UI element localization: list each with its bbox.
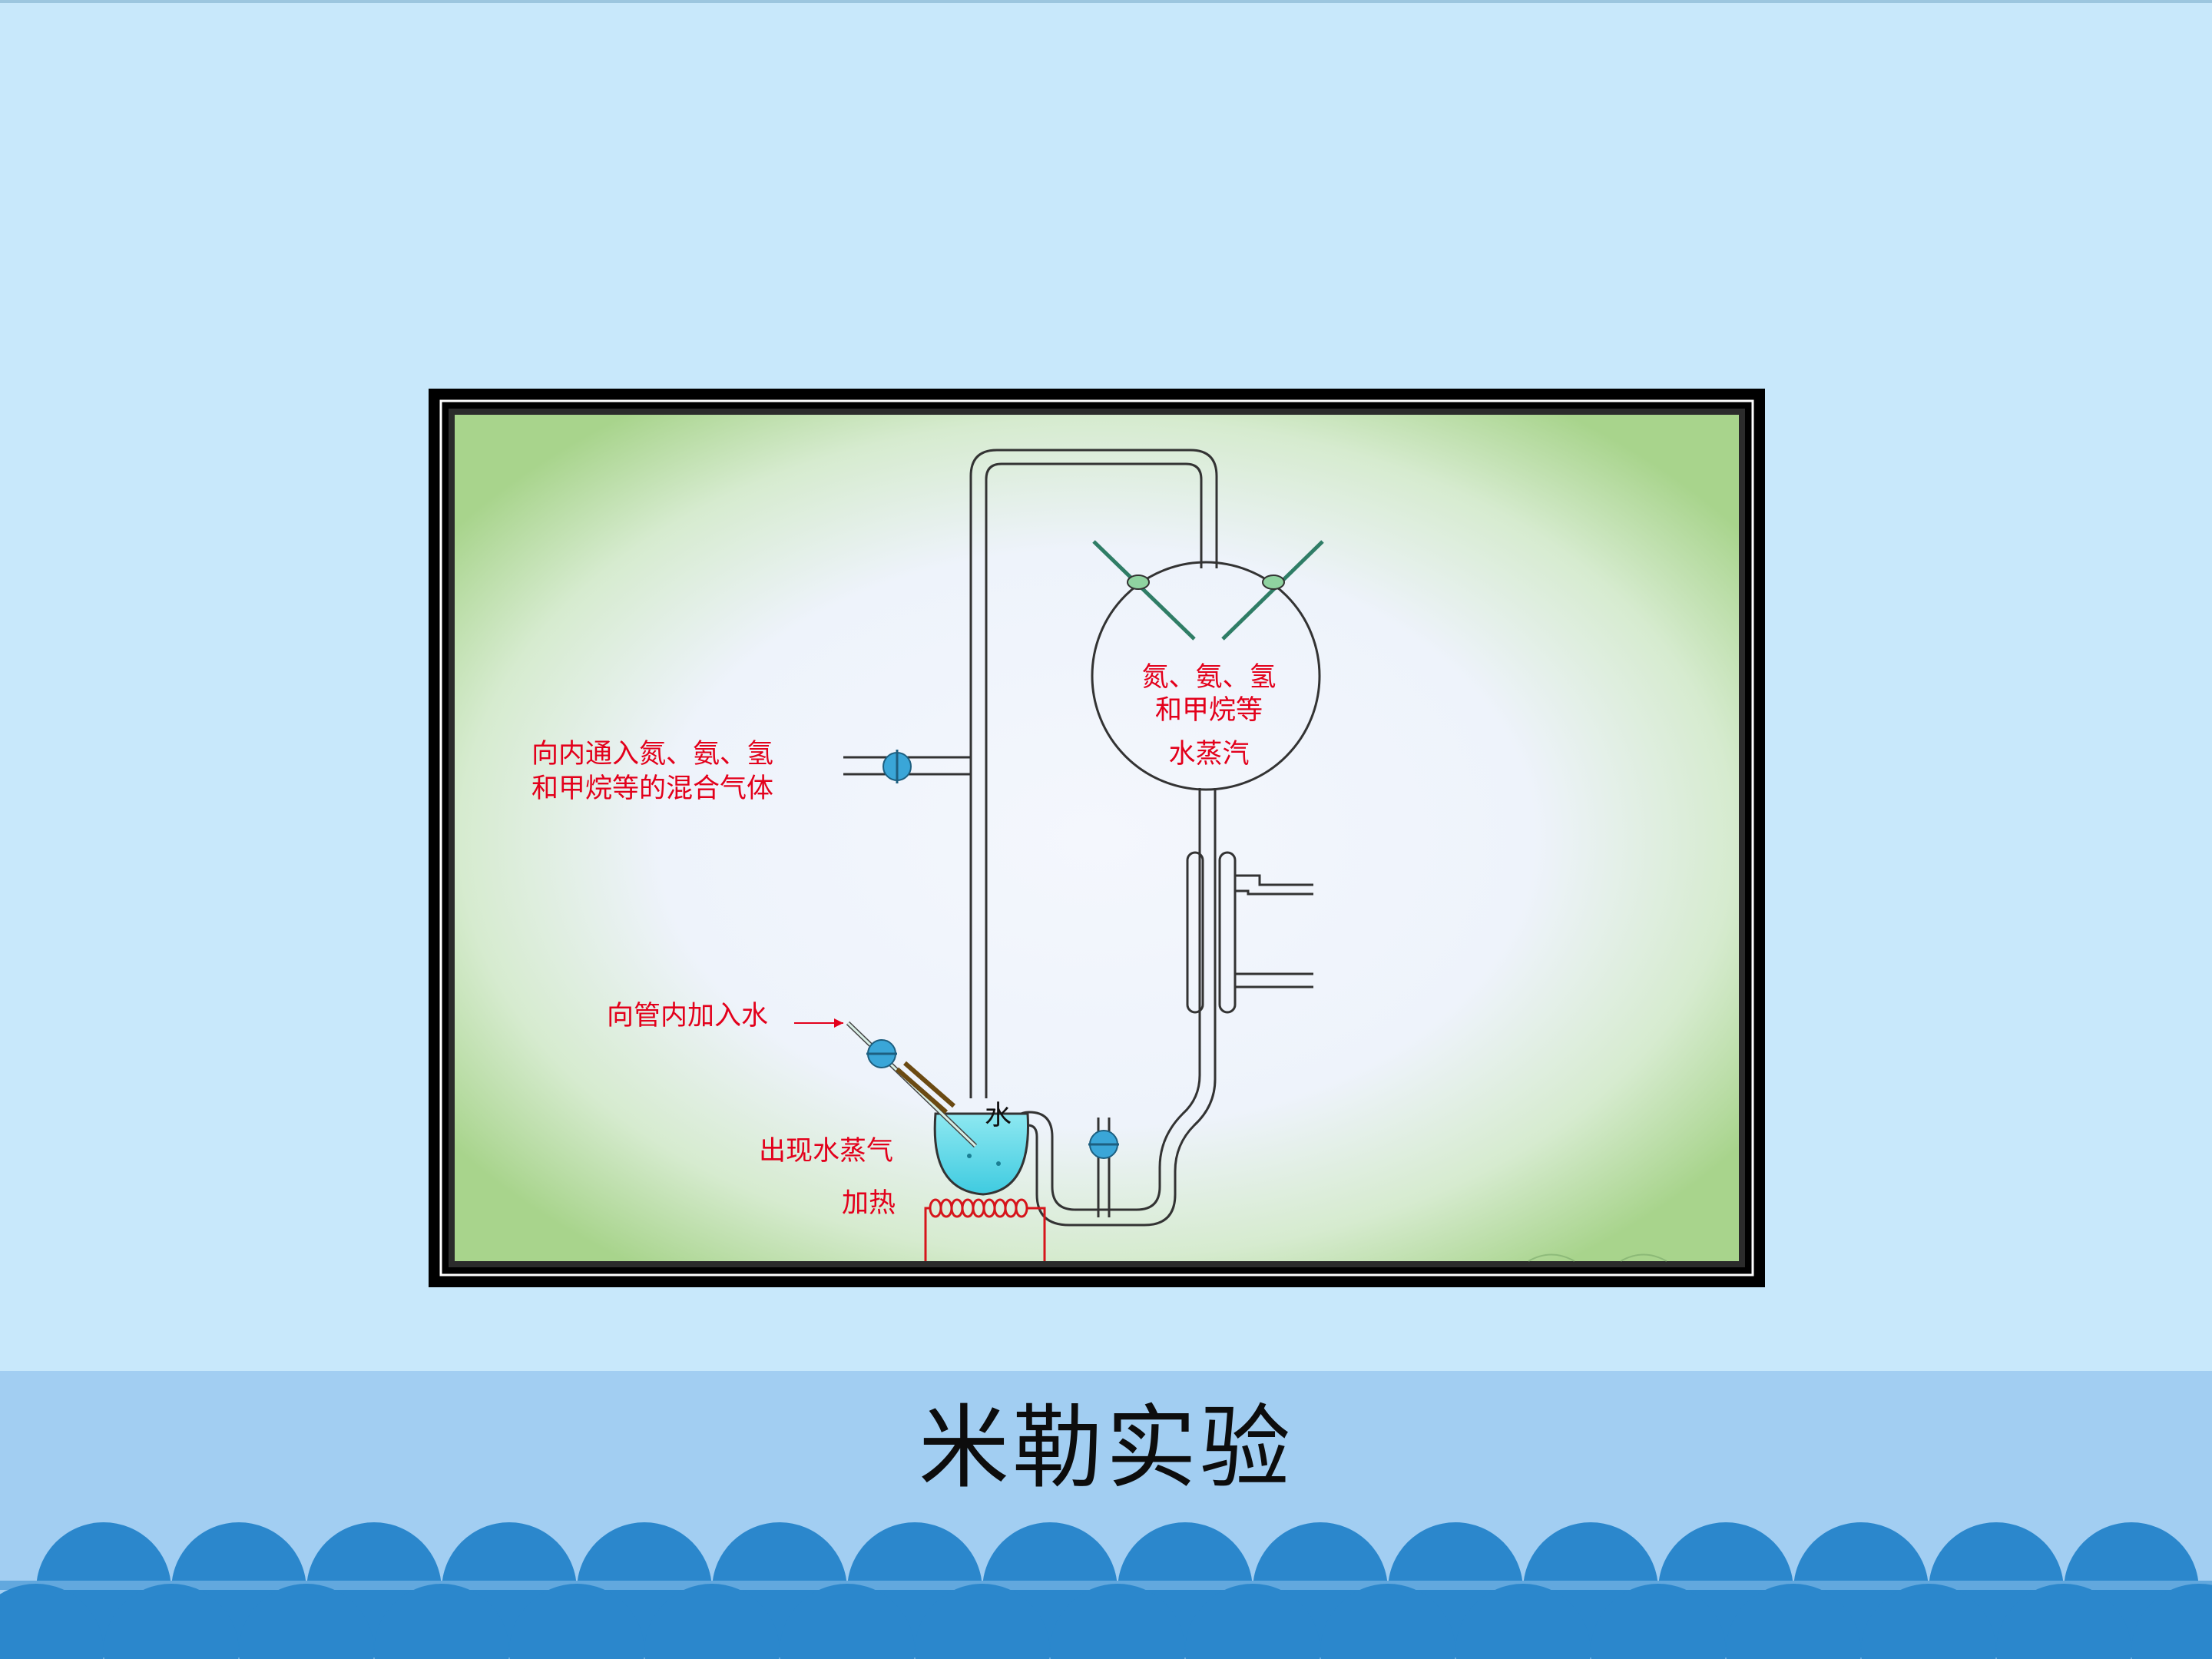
panel-decoration xyxy=(1528,1253,1667,1262)
label-heating: 加热 xyxy=(842,1188,896,1219)
diagram-panel xyxy=(455,415,1739,1261)
label-sphere-2: 和甲烷等 xyxy=(1155,695,1263,726)
boiling-flask xyxy=(933,1112,1030,1196)
add-water-arrow xyxy=(794,1018,843,1028)
stopcock-water-icon xyxy=(866,1039,897,1068)
stopcock-trap-icon xyxy=(1088,1118,1119,1217)
label-gas-inlet-2: 和甲烷等的混合气体 xyxy=(531,773,773,804)
label-water: 水 xyxy=(985,1101,1012,1131)
scallop-row-front xyxy=(0,1584,2212,1659)
top-rule xyxy=(0,0,2212,3)
electrode-seals xyxy=(1127,575,1285,590)
slide-title: 米勒实验 xyxy=(918,1395,1293,1501)
heating-coil xyxy=(924,1198,1046,1261)
label-steam-appears: 出现水蒸气 xyxy=(759,1136,893,1167)
label-sphere-3: 水蒸汽 xyxy=(1168,739,1249,770)
label-gas-inlet-1: 向内通入氮、氨、氢 xyxy=(531,739,773,770)
diagram-frame xyxy=(429,389,1765,1287)
reaction-sphere xyxy=(1091,561,1321,791)
label-add-water: 向管内加入水 xyxy=(607,1001,768,1031)
stopcock-gas-icon xyxy=(882,750,912,783)
water-inlet xyxy=(846,1021,978,1148)
label-sphere-1: 氮、氨、氢 xyxy=(1141,662,1276,693)
